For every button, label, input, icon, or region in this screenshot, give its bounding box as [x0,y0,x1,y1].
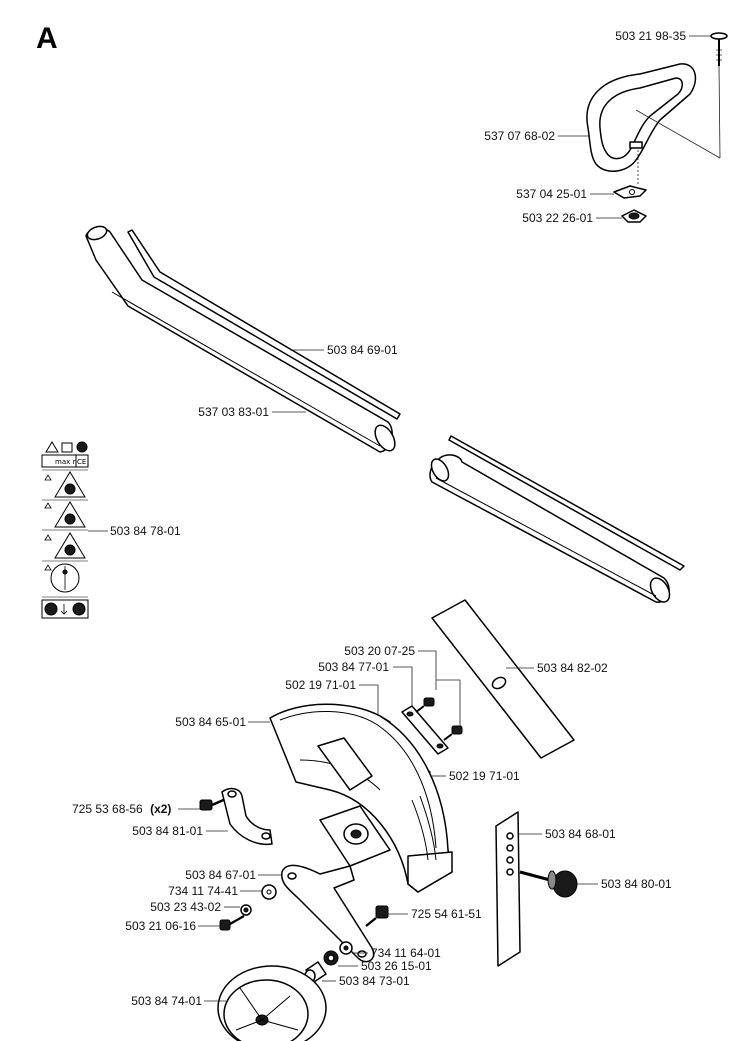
safety-distance-decal [44,563,80,593]
knob-drawing [519,870,578,898]
handle-assembly [586,32,728,223]
label-loop-handle: 537 07 68-02 [484,129,555,143]
part-labels: 503 21 98-35 537 07 68-02 537 04 25-01 5… [72,29,686,1008]
label-wing-nut: 503 22 26-01 [522,211,593,225]
label-knob: 503 84 80-01 [601,877,672,891]
edger-blade-drawing [431,599,575,759]
wing-nut-drawing [621,209,647,223]
label-decal-set: 503 84 78-01 [110,524,181,538]
warning-decal-3 [44,532,86,559]
warning-decal-row [45,441,88,453]
leader-lines [88,35,711,1002]
section-letter: A [36,22,58,55]
washers-right-drawing [323,941,353,966]
label-wheel: 503 84 74-01 [131,994,202,1008]
label-clamp-screw-qty: (x2) [150,802,171,816]
label-blade-guard: 503 84 65-01 [175,715,246,729]
lower-shaft-drawing [429,435,685,603]
warning-decal-1 [44,471,86,498]
label-washer-d: 503 26 15-01 [361,959,432,973]
label-clamp-bar: 503 84 77-01 [318,660,389,674]
upper-shaft-drawing [85,225,401,453]
label-arm-screw: 725 54 61-51 [411,907,482,921]
label-wheel-arm: 503 84 67-01 [185,868,256,882]
ppe-decal [41,599,89,619]
label-handle-bolt: 503 21 98-35 [615,29,686,43]
loop-handle-drawing [586,63,721,172]
washers-left-drawing [240,884,277,916]
screw-pair [415,697,463,741]
spacer-drawing [304,961,327,983]
handle-bolt-drawing [710,32,728,66]
label-wheel-bolt: 503 21 06-16 [125,919,196,933]
wheel-arm-drawing [281,864,375,963]
arm-screw-drawing [365,905,389,927]
tube-clamp-drawing [199,787,273,846]
handle-clamp-drawing [613,150,647,199]
sticker-text: max rpm [55,458,87,466]
ce-mark: CE [77,458,86,466]
depth-plate-drawing [495,811,521,967]
label-nut-upper: 502 19 71-01 [285,678,356,692]
label-tube-clamp: 503 84 81-01 [132,824,203,838]
decal-set-drawing: max rpm CE [41,441,89,619]
warning-decal-2 [44,501,86,528]
wheel-drawing [217,965,327,1041]
label-washer-a: 734 11 74-41 [168,884,238,898]
label-washer-b: 503 23 43-02 [150,900,221,914]
label-shaft-tube: 537 03 83-01 [198,405,269,419]
label-screw-top: 503 20 07-25 [344,644,415,658]
label-edger-blade: 503 84 82-02 [537,661,608,675]
label-clamp-screw: 725 53 68-56 (x2) [72,802,171,816]
ce-decal-row: max rpm CE [41,454,89,468]
label-drive-shaft: 503 84 69-01 [327,343,398,357]
blade-guard-drawing [269,703,453,893]
wheel-bolt-drawing [219,915,245,931]
label-clamp-screw-number: 725 53 68-56 [72,802,143,816]
label-nut-lower: 502 19 71-01 [449,769,520,783]
label-spacer: 503 84 73-01 [339,974,410,988]
label-washer-c: 734 11 64-01 [371,946,441,960]
label-depth-plate: 503 84 68-01 [545,827,616,841]
label-handle-clamp: 537 04 25-01 [516,187,587,201]
